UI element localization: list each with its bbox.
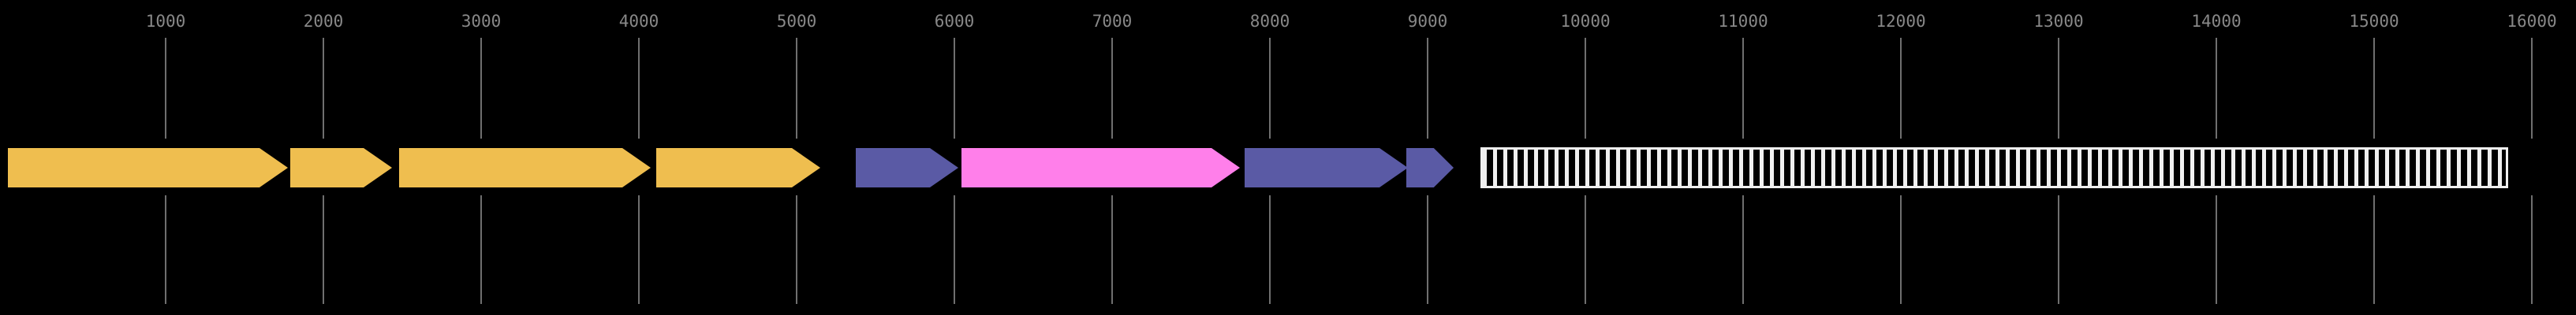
axis-tick-label: 3000: [461, 12, 502, 31]
axis-tick-label: 7000: [1092, 12, 1133, 31]
axis-gridline: [2531, 38, 2533, 139]
axis-tick-label: 16000: [2507, 12, 2557, 31]
axis-gridline: [323, 38, 324, 139]
axis-gridline: [480, 38, 482, 139]
axis-gridline: [1585, 195, 1586, 304]
axis-gridline: [1900, 195, 1902, 304]
axis-tick-label: 2000: [303, 12, 344, 31]
gene-arrow-forward[interactable]: [1245, 148, 1408, 187]
gene-arrow-forward[interactable]: [656, 148, 820, 187]
axis-gridline: [480, 195, 482, 304]
gene-arrow-forward[interactable]: [399, 148, 651, 187]
arrow-right-icon: [961, 148, 1240, 187]
axis-tick-label: 11000: [1718, 12, 1768, 31]
axis-gridline: [1269, 38, 1271, 139]
axis-gridline: [1427, 195, 1428, 304]
axis-gridline: [1427, 38, 1428, 139]
axis-gridline: [954, 195, 955, 304]
axis-tick-label: 9000: [1407, 12, 1448, 31]
gene-arrow-forward[interactable]: [8, 148, 288, 187]
gene-arrow-forward[interactable]: [961, 148, 1240, 187]
axis-gridline: [1742, 38, 1744, 139]
arrow-right-icon: [290, 148, 392, 187]
gene-arrow-forward[interactable]: [856, 148, 958, 187]
arrow-right-icon: [856, 148, 958, 187]
arrow-right-icon: [1406, 148, 1454, 187]
axis-gridline: [323, 195, 324, 304]
axis-gridline: [2058, 195, 2059, 304]
arrow-right-icon: [1245, 148, 1408, 187]
axis-tick-label: 15000: [2349, 12, 2399, 31]
axis-tick-label: 4000: [618, 12, 659, 31]
axis-gridline: [2058, 38, 2059, 139]
axis-gridline: [1269, 195, 1271, 304]
axis-gridline: [1111, 195, 1113, 304]
axis-gridline: [1900, 38, 1902, 139]
axis-tick-label: 6000: [934, 12, 975, 31]
arrow-right-icon: [656, 148, 820, 187]
gene-arrow-forward[interactable]: [1406, 148, 1454, 187]
axis-tick-label: 12000: [1876, 12, 1926, 31]
arrow-right-icon: [8, 148, 288, 187]
arrow-right-icon: [399, 148, 651, 187]
axis-gridline: [2216, 38, 2217, 139]
axis-tick-label: 5000: [776, 12, 817, 31]
axis-gridline: [165, 38, 166, 139]
axis-gridline: [796, 195, 797, 304]
axis-gridline: [2531, 195, 2533, 304]
axis-gridline: [2216, 195, 2217, 304]
axis-gridline: [954, 38, 955, 139]
axis-gridline: [1111, 38, 1113, 139]
axis-gridline: [796, 38, 797, 139]
axis-gridline: [638, 38, 640, 139]
feature-track[interactable]: [0, 140, 2576, 195]
axis-tick-label: 1000: [145, 12, 186, 31]
axis-tick-label: 13000: [2033, 12, 2084, 31]
axis-tick-label: 14000: [2191, 12, 2242, 31]
axis-gridline: [2373, 195, 2375, 304]
axis-tick-label: 8000: [1249, 12, 1290, 31]
coverage-region[interactable]: [1480, 147, 2508, 188]
axis-tick-label: 10000: [1560, 12, 1611, 31]
axis-gridline: [1742, 195, 1744, 304]
gene-arrow-forward[interactable]: [290, 148, 392, 187]
axis-gridline: [2373, 38, 2375, 139]
axis-gridline: [1585, 38, 1586, 139]
axis-gridline: [638, 195, 640, 304]
axis-gridline: [165, 195, 166, 304]
